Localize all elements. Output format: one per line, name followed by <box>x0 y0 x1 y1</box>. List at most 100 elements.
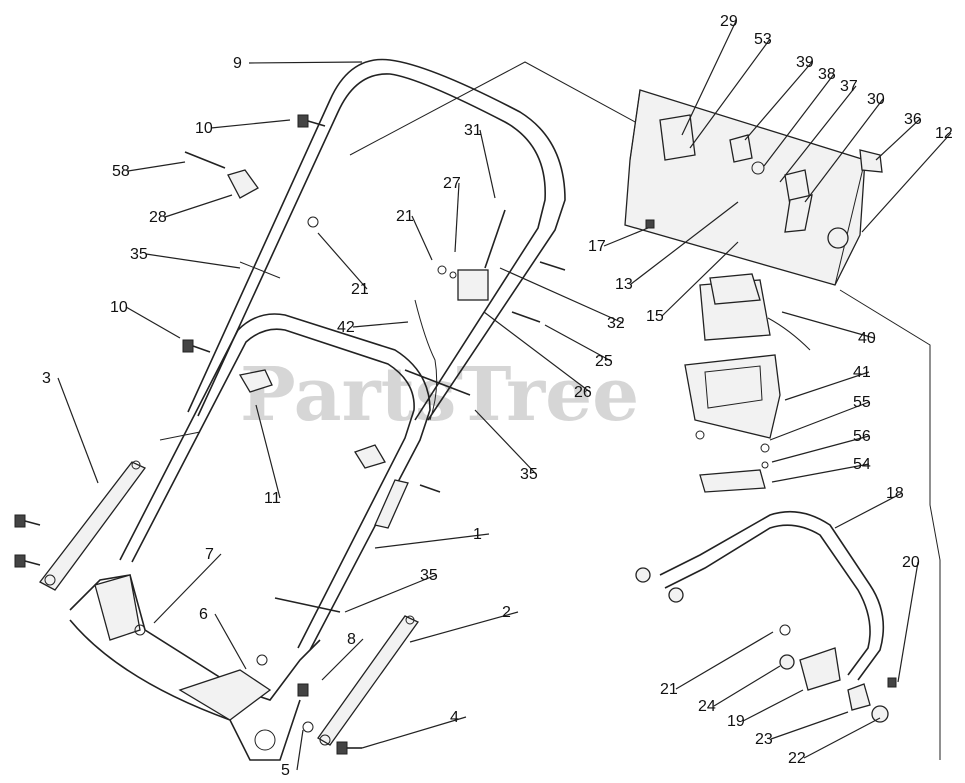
callout-label-12: 12 <box>935 125 953 142</box>
callout-leader-35 <box>344 574 437 613</box>
callout-label-13: 13 <box>615 276 633 293</box>
upper-handle <box>159 58 566 441</box>
mower-deck <box>69 574 321 761</box>
callout-label-8: 8 <box>347 631 356 648</box>
callout-leader-35 <box>474 409 537 475</box>
callout-leader-3 <box>57 377 99 484</box>
callout-label-11: 11 <box>264 490 281 507</box>
callout-label-23: 23 <box>755 731 773 748</box>
left-bracket <box>39 460 146 591</box>
battery <box>699 273 811 351</box>
fasteners-left <box>14 114 566 755</box>
reference-lines <box>349 61 941 760</box>
callout-leader-37 <box>779 85 857 183</box>
callout-label-15: 15 <box>646 308 664 325</box>
callout-label-4: 4 <box>450 709 459 726</box>
callout-label-31: 31 <box>464 122 482 139</box>
callout-leader-35 <box>145 253 241 269</box>
callout-leader-5 <box>296 729 304 771</box>
callout-leader-17 <box>603 227 649 247</box>
callout-leader-54 <box>771 463 870 483</box>
callout-label-18: 18 <box>886 485 904 502</box>
callout-leader-24 <box>713 665 781 707</box>
control-box <box>624 89 883 286</box>
callout-leader-20 <box>897 561 919 683</box>
bail-assembly <box>635 510 897 723</box>
callout-label-3: 3 <box>42 370 51 387</box>
callout-label-30: 30 <box>867 91 885 108</box>
callout-leader-27 <box>454 182 460 253</box>
callout-leader-36 <box>875 118 921 161</box>
callout-leader-19 <box>742 689 804 722</box>
callout-label-41: 41 <box>853 364 871 381</box>
callout-leader-29 <box>681 20 737 136</box>
callout-leader-21 <box>675 631 774 690</box>
callout-leader-39 <box>744 61 813 141</box>
callout-leader-38 <box>763 73 835 167</box>
callout-group: 9105828352110423127213225263113517352684… <box>42 13 953 779</box>
callout-label-58: 58 <box>112 163 130 180</box>
callout-label-6: 6 <box>199 606 208 623</box>
callout-label-17: 17 <box>588 238 606 255</box>
callout-leader-12 <box>861 132 952 233</box>
callout-leader-11 <box>255 404 281 499</box>
callout-leader-1 <box>374 533 490 549</box>
callout-leader-28 <box>164 194 233 218</box>
callout-label-56: 56 <box>853 428 871 445</box>
callout-label-39: 39 <box>796 54 814 71</box>
callout-label-9: 9 <box>233 55 242 72</box>
callout-leader-13 <box>630 201 739 285</box>
callout-leader-6 <box>214 613 247 670</box>
callout-leader-25 <box>544 324 612 362</box>
callout-label-20: 20 <box>902 554 920 571</box>
callout-leader-23 <box>770 711 849 740</box>
callout-leader-8 <box>321 638 364 681</box>
callout-leader-41 <box>784 371 870 401</box>
callout-label-32: 32 <box>607 315 625 332</box>
callout-label-21: 21 <box>660 681 678 698</box>
callout-leader-42 <box>352 321 409 328</box>
lower-handle <box>119 313 431 651</box>
callout-label-10: 10 <box>110 299 128 316</box>
callout-leader-31 <box>479 129 496 199</box>
callout-leader-4 <box>361 716 467 749</box>
callout-label-35: 35 <box>130 246 148 263</box>
callout-label-40: 40 <box>858 330 876 347</box>
callout-leader-56 <box>771 435 870 463</box>
callout-leader-18 <box>834 492 903 529</box>
callout-leader-21 <box>317 232 368 290</box>
callout-leader-32 <box>499 267 624 324</box>
callout-label-24: 24 <box>698 698 716 715</box>
callout-label-5: 5 <box>281 762 290 779</box>
callout-leader-7 <box>153 553 222 624</box>
switch-bracket <box>437 209 506 301</box>
callout-label-55: 55 <box>853 394 871 411</box>
callout-label-38: 38 <box>818 66 836 83</box>
callout-label-37: 37 <box>840 78 858 95</box>
callout-leader-40 <box>781 311 875 339</box>
callout-label-35: 35 <box>420 567 438 584</box>
callout-label-21: 21 <box>396 208 414 225</box>
callout-label-42: 42 <box>337 319 355 336</box>
callout-label-53: 53 <box>754 31 772 48</box>
callout-leader-26 <box>483 311 591 393</box>
callout-leader-22 <box>803 717 881 759</box>
callout-leader-9 <box>248 61 363 64</box>
callout-label-19: 19 <box>727 713 745 730</box>
right-bracket <box>317 615 419 746</box>
callout-label-10: 10 <box>195 120 213 137</box>
callout-label-25: 25 <box>595 353 613 370</box>
callout-leader-10 <box>125 306 181 339</box>
callout-leader-10 <box>210 119 291 129</box>
callout-leader-30 <box>804 98 884 203</box>
callout-leader-58 <box>127 161 186 172</box>
callout-label-22: 22 <box>788 750 806 767</box>
callout-leader-21 <box>411 215 433 261</box>
callout-label-35: 35 <box>520 466 538 483</box>
callout-label-36: 36 <box>904 111 922 128</box>
callout-label-1: 1 <box>473 526 482 543</box>
callout-label-28: 28 <box>149 209 167 226</box>
callout-label-54: 54 <box>853 456 871 473</box>
